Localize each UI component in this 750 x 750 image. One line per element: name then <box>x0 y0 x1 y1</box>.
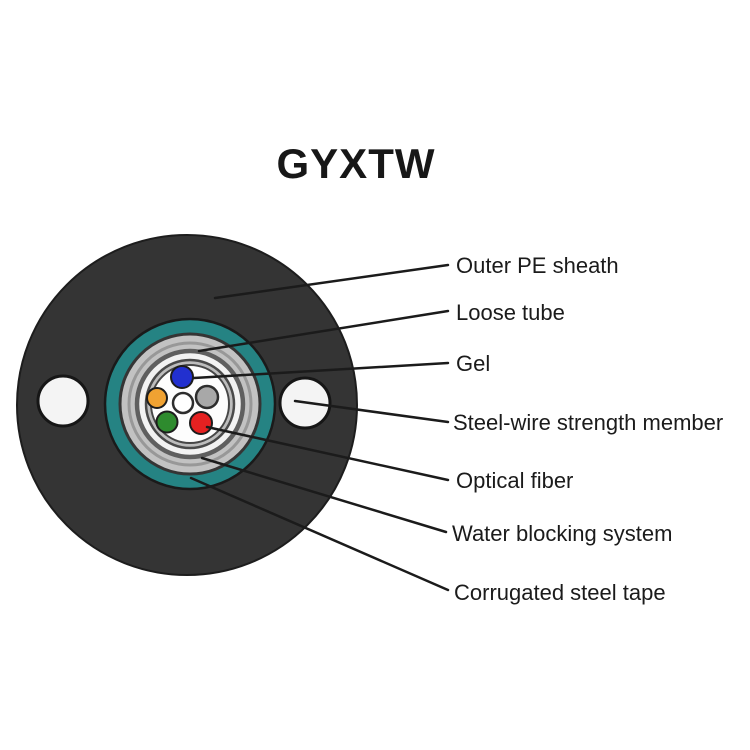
optical-fiber-red <box>189 411 213 435</box>
optical-fiber-green <box>155 410 179 434</box>
label-outer-pe-sheath: Outer PE sheath <box>456 253 619 278</box>
optical-fiber-white <box>171 391 195 415</box>
leader-line-water-blocking-system <box>200 456 448 534</box>
label-steel-wire-strength-member: Steel-wire strength member <box>453 410 724 435</box>
optical-fiber-blue <box>170 365 194 389</box>
optical-fiber-orange <box>146 387 168 409</box>
label-corrugated-steel-tape: Corrugated steel tape <box>454 580 666 605</box>
leader-line-gel <box>192 361 450 380</box>
page-title: GYXTW <box>276 140 436 187</box>
label-gel: Gel <box>456 351 491 376</box>
optical-fiber-gray <box>194 384 220 410</box>
leader-line-outer-pe-sheath <box>213 263 450 300</box>
leader-line-steel-wire-strength-member <box>293 399 450 424</box>
leader-line-optical-fiber <box>205 425 450 482</box>
leader-line-corrugated-steel-tape <box>189 476 450 592</box>
label-loose-tube: Loose tube <box>456 300 565 325</box>
label-water-blocking-system: Water blocking system <box>452 521 673 546</box>
leader-line-loose-tube <box>197 309 450 353</box>
water-blocking-ring-detail <box>127 341 253 467</box>
label-optical-fiber: Optical fiber <box>456 468 574 493</box>
steel-wire-left <box>36 374 90 428</box>
